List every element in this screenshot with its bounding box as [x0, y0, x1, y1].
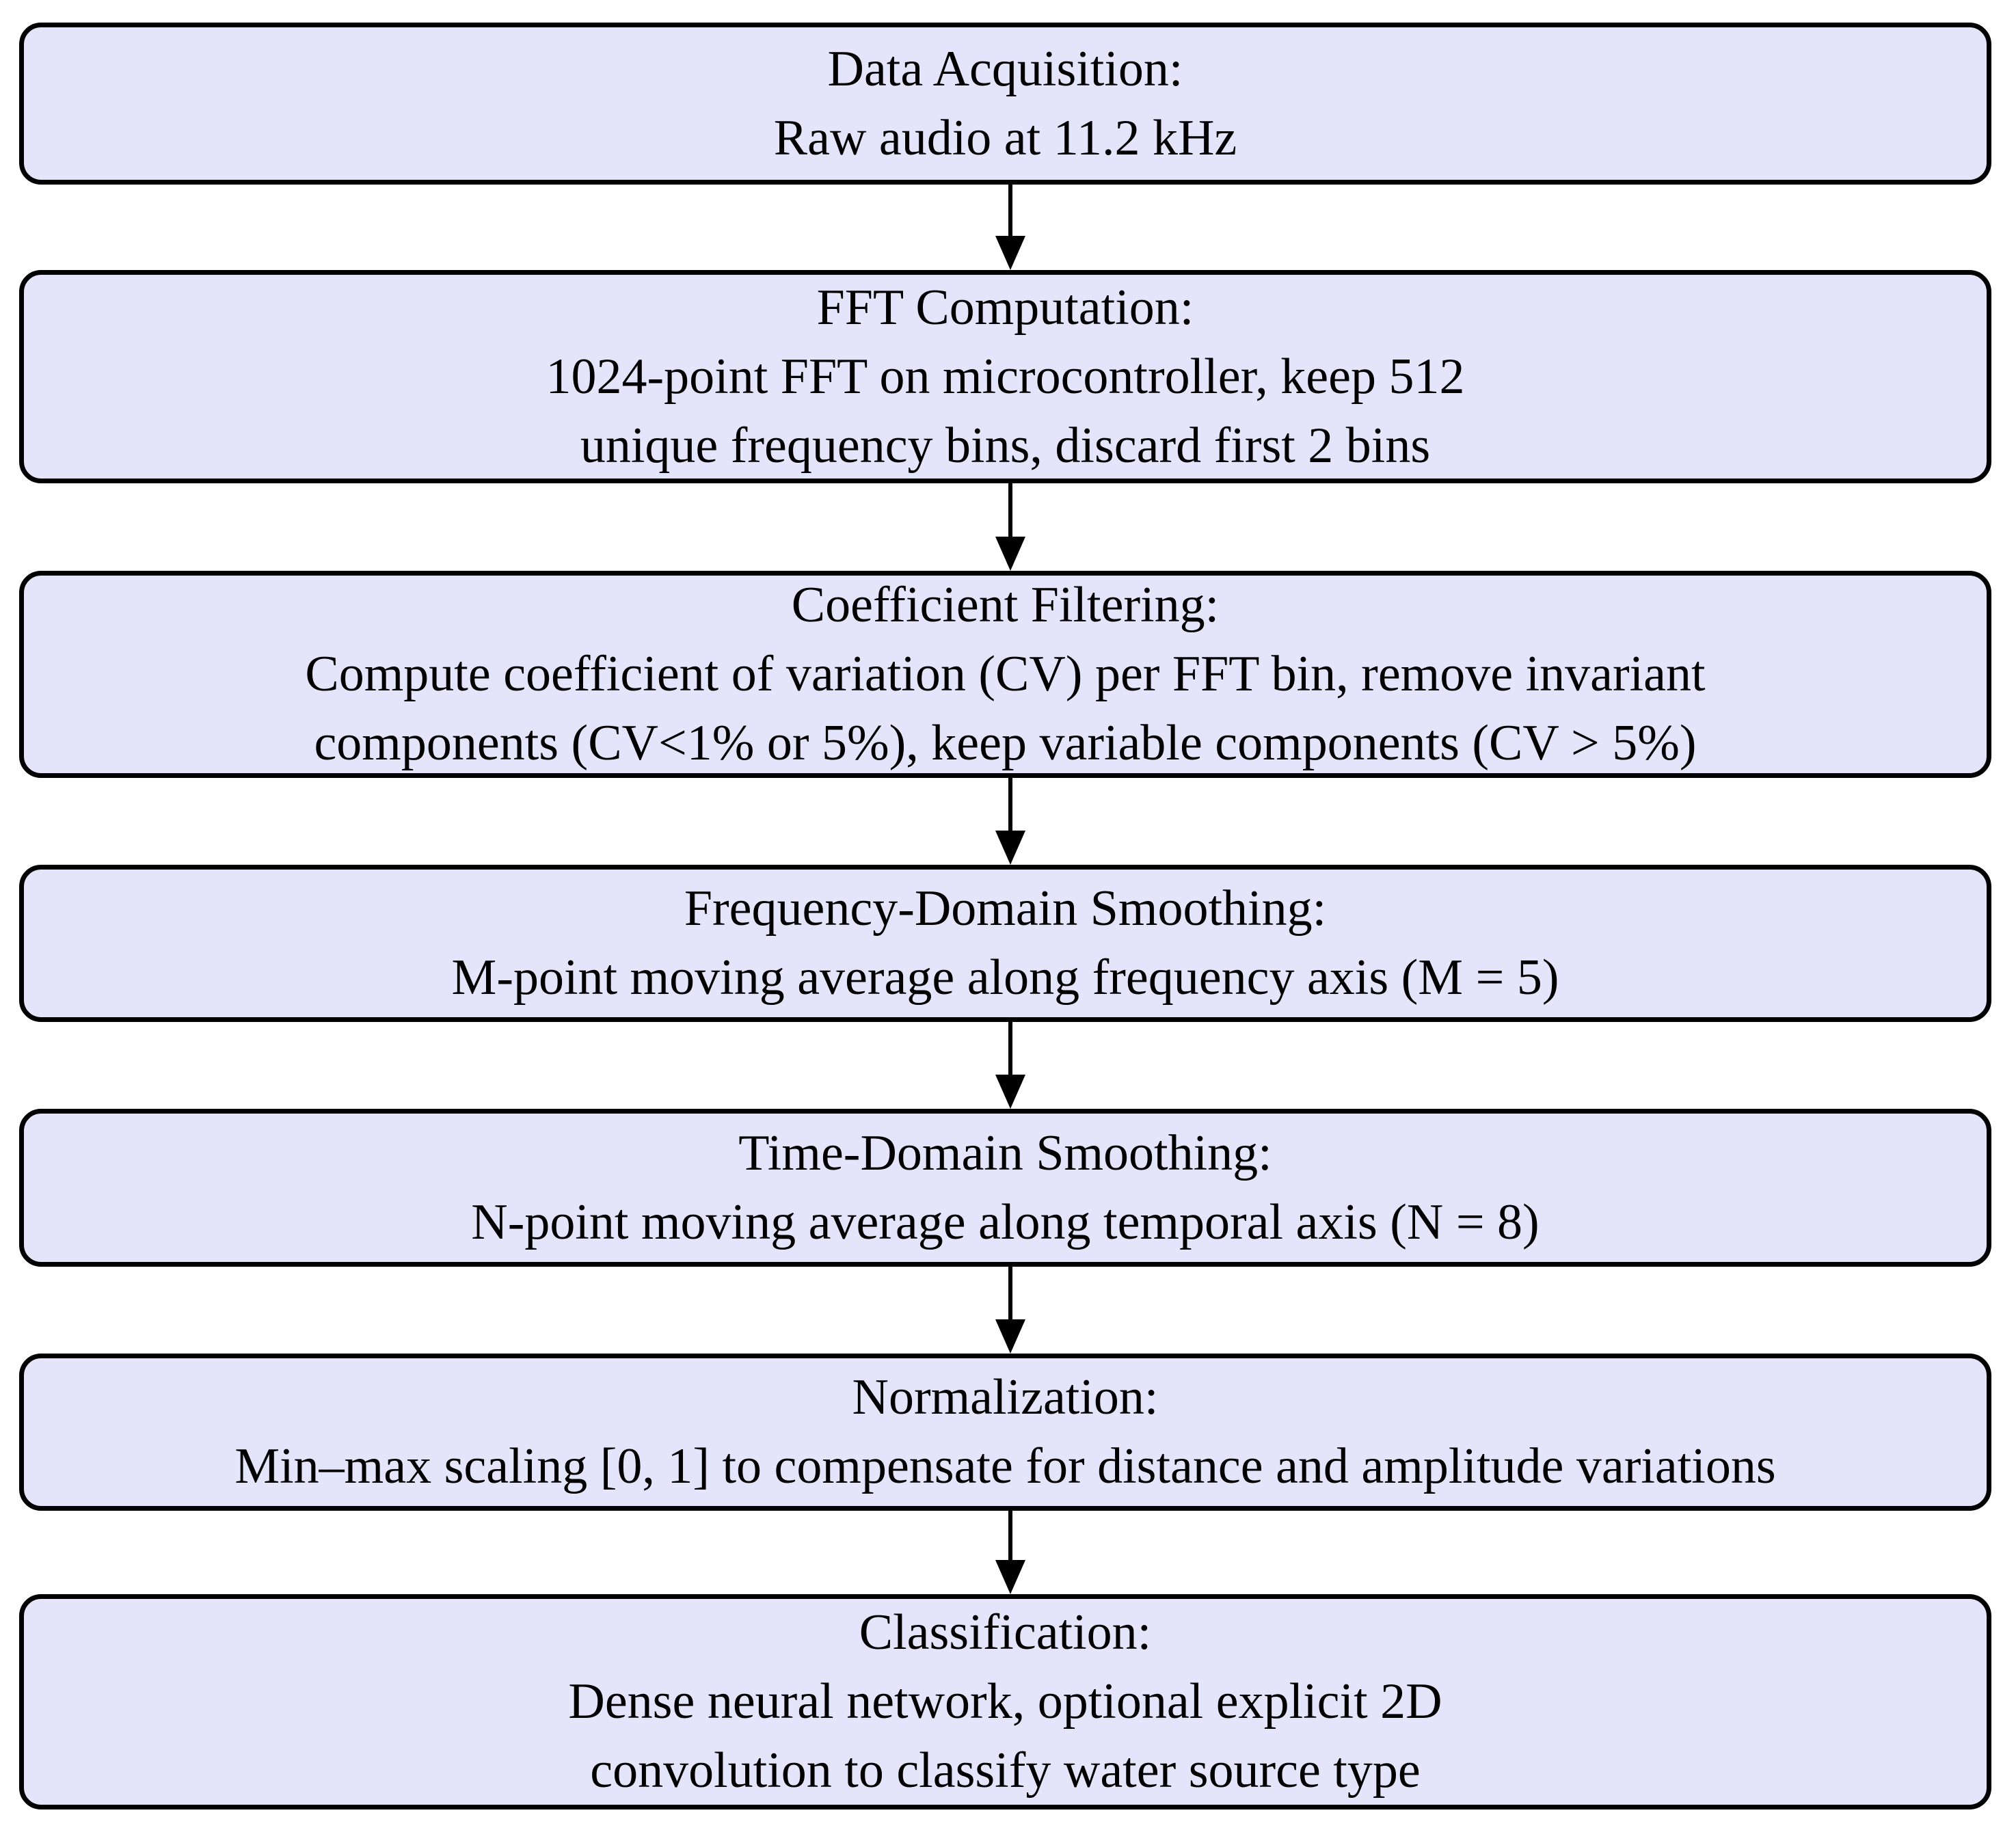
flow-arrow-6	[995, 1511, 1025, 1594]
flow-arrow-5	[995, 1267, 1025, 1354]
box-text: M-point moving average along frequency a…	[451, 950, 1559, 1006]
flow-arrow-1	[995, 185, 1025, 270]
arrow-head-icon	[995, 537, 1025, 571]
box-text: 1024-point FFT on microcontroller, keep …	[546, 348, 1465, 405]
flow-arrow-2	[995, 483, 1025, 571]
box-title: Coefficient Filtering:	[791, 577, 1220, 633]
box-text: Dense neural network, optional explicit …	[568, 1673, 1442, 1730]
box-text: Compute coefficient of variation (CV) pe…	[305, 646, 1706, 702]
box-title: Data Acquisition:	[827, 40, 1183, 97]
arrow-head-icon	[995, 236, 1025, 270]
box-title: Time-Domain Smoothing:	[738, 1125, 1272, 1181]
flow-box-time-domain-smoothing: Time-Domain Smoothing: N-point moving av…	[19, 1109, 1991, 1267]
flow-box-data-acquisition: Data Acquisition: Raw audio at 11.2 kHz	[19, 23, 1991, 185]
flow-box-frequency-domain-smoothing: Frequency-Domain Smoothing: M-point movi…	[19, 865, 1991, 1022]
flow-box-normalization: Normalization: Min–max scaling [0, 1] to…	[19, 1354, 1991, 1511]
flow-arrow-4	[995, 1022, 1025, 1109]
arrow-head-icon	[995, 831, 1025, 865]
arrow-line	[1008, 1511, 1012, 1564]
box-text: unique frequency bins, discard first 2 b…	[580, 417, 1431, 474]
box-title: Frequency-Domain Smoothing:	[684, 880, 1327, 937]
arrow-line	[1008, 185, 1012, 240]
box-text: N-point moving average along temporal ax…	[471, 1194, 1540, 1250]
box-title: Classification:	[859, 1604, 1152, 1660]
arrow-head-icon	[995, 1319, 1025, 1354]
box-text: Min–max scaling [0, 1] to compensate for…	[234, 1438, 1776, 1494]
flow-box-coefficient-filtering: Coefficient Filtering: Compute coefficie…	[19, 571, 1991, 778]
arrow-line	[1008, 778, 1012, 835]
box-text: convolution to classify water source typ…	[590, 1742, 1421, 1799]
flow-arrow-3	[995, 778, 1025, 865]
flow-box-classification: Classification: Dense neural network, op…	[19, 1594, 1991, 1809]
box-text: Raw audio at 11.2 kHz	[773, 109, 1237, 166]
arrow-head-icon	[995, 1075, 1025, 1109]
arrow-head-icon	[995, 1560, 1025, 1594]
box-title: Normalization:	[852, 1369, 1159, 1425]
arrow-line	[1008, 483, 1012, 541]
box-title: FFT Computation:	[816, 279, 1194, 336]
box-text: components (CV<1% or 5%), keep variable …	[314, 715, 1697, 771]
arrow-line	[1008, 1267, 1012, 1323]
flow-box-fft-computation: FFT Computation: 1024-point FFT on micro…	[19, 270, 1991, 483]
arrow-line	[1008, 1022, 1012, 1079]
